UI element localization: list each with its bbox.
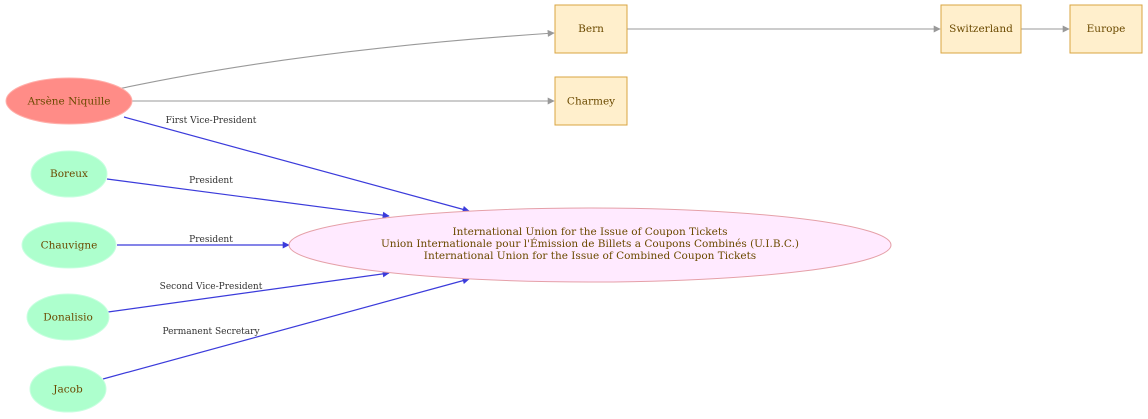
edge-boreux-org: [106, 178, 390, 219]
node-jacob[interactable]: Jacob: [29, 365, 107, 413]
node-europe[interactable]: Europe: [1069, 4, 1143, 54]
node-shape: [30, 150, 108, 198]
node-organisation[interactable]: International Union for the Issue of Cou…: [288, 207, 892, 283]
node-shape: [1069, 4, 1143, 54]
node-arsene-niquille[interactable]: Arsène Niquille: [5, 77, 133, 125]
node-donalisio[interactable]: Donalisio: [26, 293, 110, 341]
node-chauvigne[interactable]: Chauvigne: [21, 221, 117, 269]
org-label-line-2: Union Internationale pour l'Émission de …: [381, 236, 799, 250]
node-charmey[interactable]: Charmey: [554, 76, 628, 126]
org-label-line-1: International Union for the Issue of Cou…: [453, 226, 728, 238]
edges: [102, 25, 1070, 380]
edge-label-permanent-secretary: Permanent Secretary: [162, 327, 260, 337]
node-switzerland[interactable]: Switzerland: [940, 4, 1022, 54]
node-shape: [29, 365, 107, 413]
node-boreux[interactable]: Boreux: [30, 150, 108, 198]
node-shape: [940, 4, 1022, 54]
node-shape: [554, 76, 628, 126]
edge-donalisio-org: [107, 270, 390, 313]
node-shape: [21, 221, 117, 269]
org-label-line-3: International Union for the Issue of Com…: [424, 250, 756, 262]
edge-label-president-chauvigne: President: [189, 235, 233, 245]
node-label: Bern: [578, 23, 604, 35]
node-shape: [26, 293, 110, 341]
edge-jacob-org: [102, 277, 470, 380]
node-shape: [554, 4, 628, 54]
node-shape: [288, 207, 892, 283]
node-label: Switzerland: [949, 23, 1013, 35]
node-shape: [5, 77, 133, 125]
edge-arsene-bern: [117, 29, 555, 90]
node-label: Jacob: [52, 384, 83, 396]
node-label: Chauvigne: [41, 240, 98, 252]
node-label: Europe: [1087, 23, 1126, 35]
edge-labels: First Vice-President President President…: [160, 116, 263, 337]
edge-label-president-boreux: President: [189, 176, 233, 186]
edge-label-second-vice-president: Second Vice-President: [160, 282, 263, 292]
node-label: Boreux: [50, 168, 88, 180]
node-label: Charmey: [567, 96, 615, 108]
edge-label-first-vice-president: First Vice-President: [166, 116, 257, 126]
edge-arsene-org: [123, 116, 470, 213]
node-label: Donalisio: [43, 312, 93, 324]
node-bern[interactable]: Bern: [554, 4, 628, 54]
node-label: Arsène Niquille: [27, 96, 111, 108]
